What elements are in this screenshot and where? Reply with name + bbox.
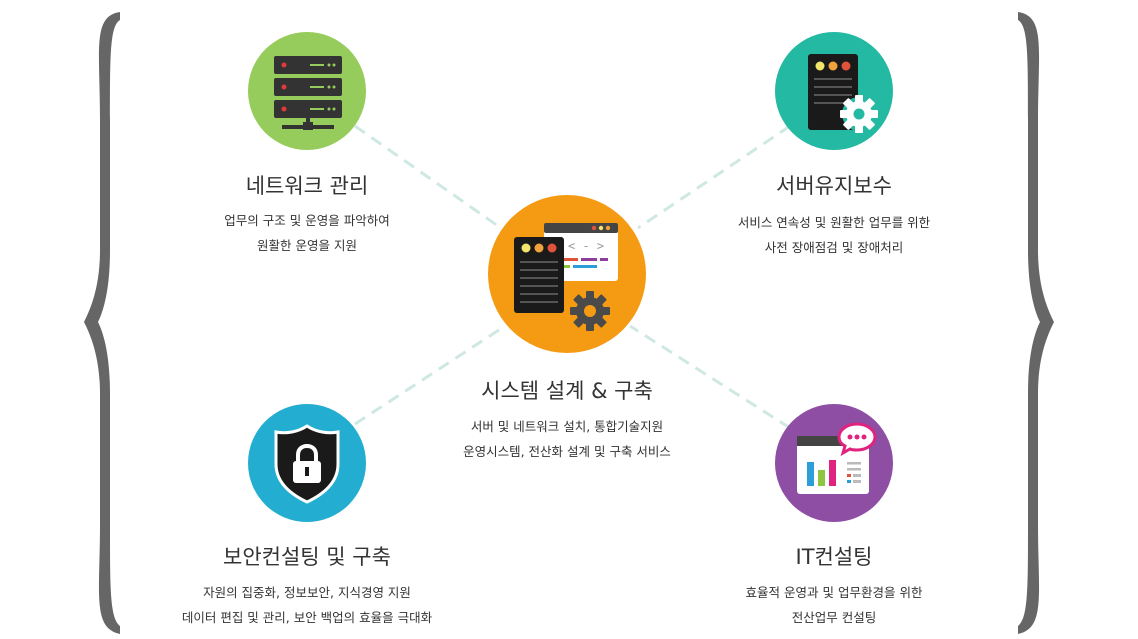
center-desc: 서버 및 네트워크 설치, 통합기술지원 운영시스템, 전산화 설계 및 구축 … bbox=[417, 414, 717, 464]
right-brace-icon bbox=[1018, 12, 1054, 634]
server-rack-icon bbox=[274, 56, 342, 130]
connector-network bbox=[354, 124, 499, 228]
connector-server bbox=[637, 124, 791, 230]
server-circle bbox=[775, 32, 893, 150]
server-desc-line-1: 서비스 연속성 및 원활한 업무를 위한 bbox=[737, 215, 931, 230]
network-desc-line-1: 업무의 구조 및 운영을 파악하여 bbox=[224, 213, 390, 228]
center-circle: < - > bbox=[488, 195, 646, 353]
security-desc-line-2: 데이터 편집 및 관리, 보안 백업의 효율을 극대화 bbox=[181, 610, 433, 625]
server-title: 서버유지보수 bbox=[776, 174, 892, 198]
security-shield-icon bbox=[274, 424, 340, 504]
network-desc: 업무의 구조 및 운영을 파악하여 원활한 운영을 지원 bbox=[157, 208, 457, 258]
connector-it bbox=[629, 324, 791, 430]
center-desc-line-2: 운영시스템, 전산화 설계 및 구축 서비스 bbox=[463, 444, 671, 459]
server-desc: 서비스 연속성 및 원활한 업무를 위한 사전 장애점검 및 장애처리 bbox=[684, 210, 984, 260]
security-desc-line-1: 자원의 집중화, 정보보안, 지식경영 지원 bbox=[203, 585, 411, 600]
server-desc-line-2: 사전 장애점검 및 장애처리 bbox=[764, 240, 904, 255]
analytics-chat-icon bbox=[797, 422, 877, 494]
server-gear-icon bbox=[808, 54, 878, 133]
system-design-icon: < - > bbox=[514, 223, 618, 331]
it-title: IT컨설팅 bbox=[795, 545, 873, 569]
svg-text:< - >: < - > bbox=[568, 239, 604, 253]
security-circle bbox=[248, 404, 366, 522]
center-title: 시스템 설계 & 구축 bbox=[481, 379, 653, 403]
network-title: 네트워크 관리 bbox=[245, 174, 369, 198]
left-brace-icon bbox=[84, 12, 120, 634]
it-desc-line-1: 효율적 운영과 및 업무환경을 위한 bbox=[745, 585, 923, 600]
network-desc-line-2: 원활한 운영을 지원 bbox=[257, 238, 357, 253]
security-desc: 자원의 집중화, 정보보안, 지식경영 지원 데이터 편집 및 관리, 보안 백… bbox=[137, 580, 477, 630]
connector-security bbox=[354, 324, 506, 426]
network-circle bbox=[248, 32, 366, 150]
it-desc-line-2: 전산업무 컨설팅 bbox=[791, 610, 877, 625]
it-desc: 효율적 운영과 및 업무환경을 위한 전산업무 컨설팅 bbox=[684, 580, 984, 630]
security-title: 보안컨설팅 및 구축 bbox=[223, 545, 391, 569]
it-circle bbox=[775, 404, 893, 522]
center-desc-line-1: 서버 및 네트워크 설치, 통합기술지원 bbox=[470, 419, 664, 434]
